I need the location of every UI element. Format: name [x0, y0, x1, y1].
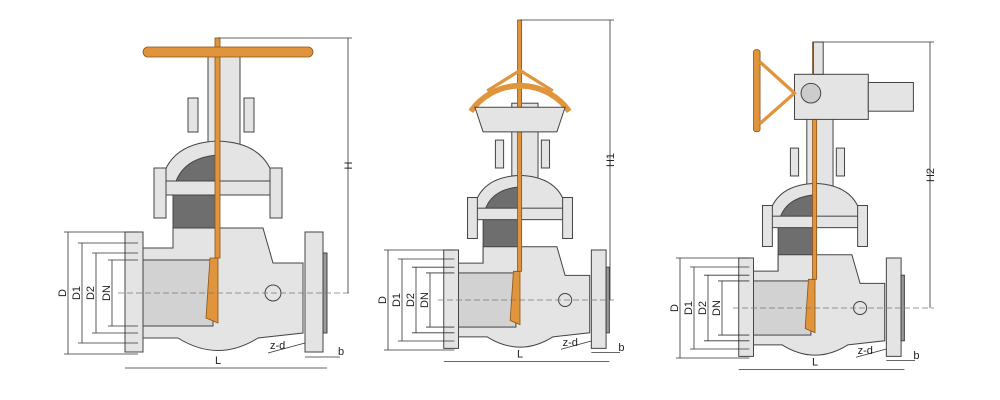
label-d: D [669, 304, 681, 312]
height-label: H1 [605, 153, 617, 167]
label-d: D [57, 289, 69, 297]
stem-cover [812, 41, 824, 75]
handwheel-spokes [486, 68, 554, 93]
bolt-holes-label: z-d [270, 340, 285, 352]
left-flange [124, 231, 144, 353]
label-d2: D2 [697, 301, 709, 315]
height-label: H [343, 161, 355, 169]
bonnet-bolt [269, 167, 283, 219]
length-label: L [517, 349, 523, 361]
label-dn: DN [101, 285, 113, 301]
gland-bolt [789, 147, 800, 177]
label-d1: D1 [71, 286, 83, 300]
bonnet-bolt [762, 205, 773, 247]
flange-thickness-label: b [913, 350, 919, 362]
actuator-dial [800, 82, 822, 104]
gland-bolt [494, 139, 505, 169]
right-flange [590, 249, 607, 349]
label-dn: DN [419, 292, 431, 308]
handwheel [753, 49, 761, 133]
label-d2: D2 [85, 286, 97, 300]
bonnet-bolt [857, 205, 868, 247]
gearbox [474, 106, 566, 133]
bonnet-bolt [467, 197, 478, 239]
left-flange [738, 257, 754, 357]
bonnet-bolt [562, 197, 573, 239]
gland-bolt [540, 139, 551, 169]
left-flange [443, 249, 459, 349]
right-flange [304, 231, 324, 353]
gland-bolt [835, 147, 846, 177]
right-flange [885, 257, 902, 357]
flange-thickness-label: b [338, 346, 344, 358]
bonnet-bolt [153, 167, 167, 219]
bolt-hole-leader [855, 348, 887, 358]
label-d: D [377, 296, 389, 304]
label-d2: D2 [405, 293, 417, 307]
label-dn: DN [711, 300, 723, 316]
flange-thickness-label: b [618, 342, 624, 354]
stem [517, 19, 523, 272]
bolt-hole-leader [560, 340, 592, 350]
length-label: L [215, 355, 221, 367]
label-d1: D1 [391, 293, 403, 307]
handwheel-spokes [758, 60, 797, 125]
raised-face [605, 266, 610, 334]
length-label: L [812, 357, 818, 369]
gland-bolt [187, 97, 199, 133]
motor [867, 82, 914, 112]
label-d1: D1 [683, 301, 695, 315]
handwheel-bar [142, 46, 314, 58]
stem [214, 37, 221, 259]
raised-face [900, 274, 905, 342]
bolt-holes-label: z-d [858, 345, 873, 357]
handwheel [468, 82, 572, 114]
bolt-hole-leader [267, 342, 306, 354]
bolt-holes-label: z-d [563, 337, 578, 349]
height-label: H2 [925, 168, 937, 182]
gland-bolt [243, 97, 255, 133]
